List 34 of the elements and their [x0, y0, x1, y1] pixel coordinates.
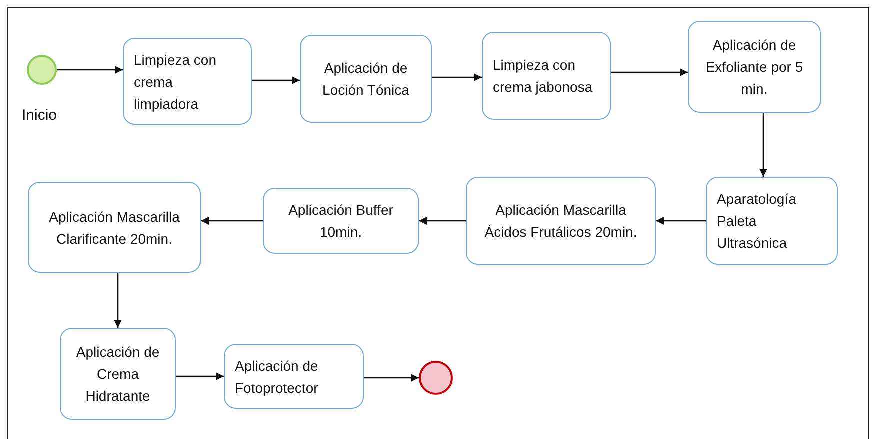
step-text: Aparatología Paleta Ultrasónica: [717, 190, 798, 253]
step-text: Aplicación de Crema Hidratante: [75, 343, 161, 406]
process-box: [300, 35, 432, 123]
process-box: [263, 188, 419, 254]
arrow: [57, 66, 123, 74]
process-box: [224, 344, 364, 409]
arrow: [201, 217, 263, 225]
arrow: [432, 74, 482, 82]
arrow: [176, 372, 224, 380]
node-caption: Inicio: [22, 107, 58, 124]
process-box: [688, 21, 821, 113]
process-box: [706, 177, 838, 265]
step-text: Aplicación de Exfoliante por 5 min.: [704, 36, 804, 99]
step-text: Aplicación Mascarilla Ácidos Frutálicos 20min.: [484, 201, 638, 242]
process-box: [28, 182, 201, 273]
start-circle: [27, 55, 57, 85]
arrow: [114, 273, 122, 328]
process-box: [466, 177, 656, 265]
step-text: Aplicación Mascarilla Clarificante 20min.: [48, 208, 181, 248]
arrow: [419, 217, 466, 225]
process-box: [60, 328, 176, 420]
arrow: [760, 113, 768, 177]
step-text: Aplicación de Fotoprotector: [235, 356, 320, 398]
process-box: [482, 32, 611, 120]
process-box: [123, 38, 252, 125]
step-text: Aplicación Buffer 10min.: [288, 201, 394, 242]
step-text: Limpieza con crema limpiadora: [134, 50, 218, 114]
arrow: [252, 76, 300, 84]
arrow: [656, 217, 706, 225]
arrow: [611, 68, 688, 76]
end-circle: [419, 361, 453, 395]
step-text: Aplicación de Loción Tónica: [322, 59, 410, 100]
arrow: [364, 374, 419, 382]
step-text: Limpieza con crema jabonosa: [493, 56, 594, 97]
